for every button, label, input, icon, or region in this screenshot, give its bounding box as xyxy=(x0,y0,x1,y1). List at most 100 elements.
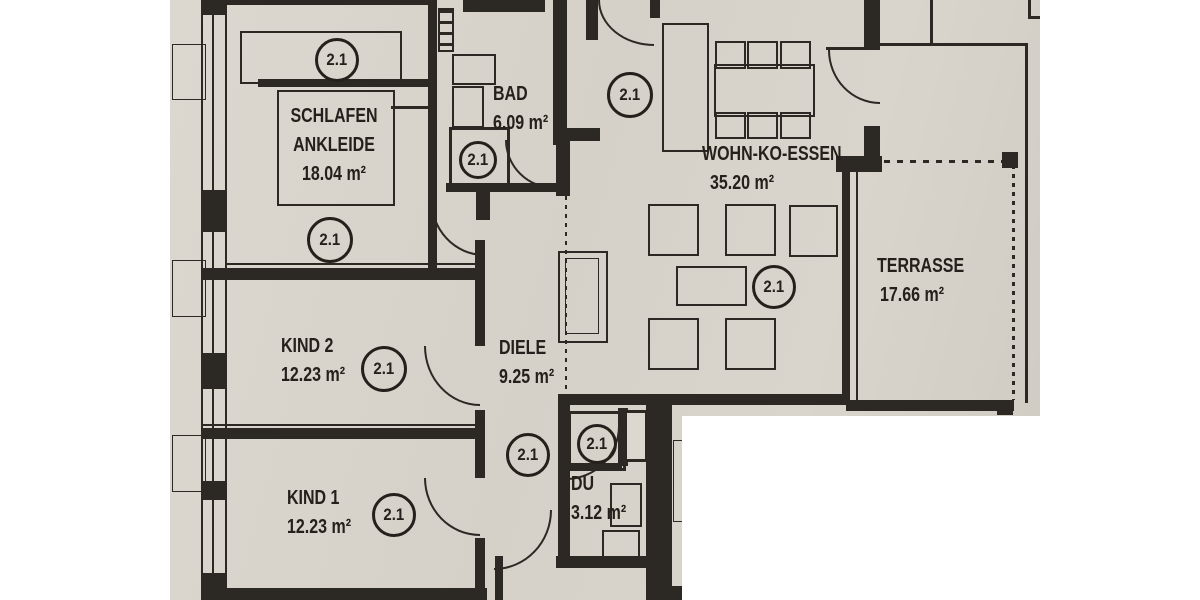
toilet xyxy=(452,86,484,128)
room-name: BAD xyxy=(493,83,528,105)
wall xyxy=(1028,0,1031,18)
window-glazing xyxy=(212,500,214,573)
wall xyxy=(646,405,672,600)
room-label-diele: DIELE 9.25 m² xyxy=(499,334,568,392)
chair xyxy=(747,41,778,69)
wall xyxy=(428,0,437,268)
room-label-box xyxy=(277,90,395,206)
wall xyxy=(203,424,478,426)
room-name: TERRASSE xyxy=(877,255,965,277)
shaft-hatch xyxy=(438,8,454,52)
room-label-du: DU 3.12 m² xyxy=(571,470,640,528)
room-name: WOHN-KO-ESSEN xyxy=(702,143,842,165)
room-area: 18.04 m² xyxy=(301,163,367,185)
wall xyxy=(558,394,848,405)
sink xyxy=(610,483,642,527)
wall xyxy=(1028,16,1040,19)
wall-opening-dashed xyxy=(565,196,567,396)
wall xyxy=(475,410,485,478)
unit-badge: 2.1 xyxy=(307,217,353,263)
chair xyxy=(715,112,746,139)
wall xyxy=(556,556,658,568)
room-area: 9.25 m² xyxy=(499,366,555,388)
room-label-kind2: KIND 2 12.23 m² xyxy=(281,332,361,390)
unit-badge: 2.1 xyxy=(459,141,497,179)
room-label-kind1: KIND 1 12.23 m² xyxy=(287,484,367,542)
room-name: DU xyxy=(571,473,595,495)
room-label-wohn-ko-essen: WOHN-KO-ESSEN 35.20 m² xyxy=(702,140,876,198)
wall xyxy=(495,556,503,600)
wardrobe-inner xyxy=(565,258,599,334)
unit-badge: 2.1 xyxy=(361,346,407,392)
room-name: SCHLAFEN xyxy=(290,105,378,127)
wall xyxy=(203,268,485,280)
wall xyxy=(203,428,478,439)
wall xyxy=(201,0,203,600)
wall xyxy=(650,0,660,18)
wall xyxy=(586,0,598,40)
room-name: ANKLEIDE xyxy=(293,134,375,156)
room-area: 6.09 m² xyxy=(493,112,549,134)
terrace-edge xyxy=(1025,43,1028,403)
wall xyxy=(225,263,480,265)
room-area: 12.23 m² xyxy=(281,364,346,386)
unit-badge: 2.1 xyxy=(315,38,359,82)
door-leaf xyxy=(826,47,880,50)
wardrobe-bar xyxy=(258,79,430,87)
room-area: 35.20 m² xyxy=(710,172,775,194)
terrace-post xyxy=(997,402,1013,415)
wall xyxy=(553,0,567,145)
wall xyxy=(391,106,429,109)
coffee-table xyxy=(676,266,747,306)
wall xyxy=(201,481,227,500)
unit-badge: 2.1 xyxy=(752,265,796,309)
unit-badge: 2.1 xyxy=(577,424,617,464)
room-name: KIND 2 xyxy=(281,335,334,357)
chair xyxy=(747,112,778,139)
window-sill xyxy=(172,435,206,492)
room-name: DIELE xyxy=(499,337,547,359)
fixture xyxy=(602,530,640,558)
wall xyxy=(846,400,1014,411)
unit-badge: 2.1 xyxy=(372,493,416,537)
armchair xyxy=(725,318,776,370)
wardrobe xyxy=(558,251,608,343)
window-sill xyxy=(172,260,206,317)
room-area: 3.12 m² xyxy=(571,502,627,524)
room-label-terrasse: TERRASSE 17.66 m² xyxy=(877,252,986,310)
chair xyxy=(780,41,811,69)
wall xyxy=(201,190,227,232)
wall xyxy=(856,172,858,400)
wall xyxy=(463,0,545,12)
room-area: 17.66 m² xyxy=(880,284,945,306)
sideboard xyxy=(662,23,709,152)
terrace-post xyxy=(1002,152,1018,168)
armchair xyxy=(789,205,838,257)
unit-badge: 2.1 xyxy=(607,72,653,118)
chair xyxy=(715,41,746,69)
right-margin xyxy=(1040,0,1200,600)
terrace-edge xyxy=(878,43,1028,46)
wall xyxy=(864,126,880,160)
window-sill xyxy=(172,44,206,100)
wall xyxy=(930,0,933,44)
niche xyxy=(624,410,648,462)
room-label-bad: BAD 6.09 m² xyxy=(493,80,562,138)
left-margin xyxy=(0,0,170,600)
terrace-railing-dotted xyxy=(1012,165,1015,400)
wall xyxy=(556,128,570,196)
chair xyxy=(780,112,811,139)
wall xyxy=(842,172,850,400)
wall xyxy=(201,353,227,389)
wall xyxy=(213,588,487,600)
room-area: 12.23 m² xyxy=(287,516,352,538)
dining-table xyxy=(714,64,815,117)
terrace-railing-dashed xyxy=(858,160,1004,163)
wall xyxy=(475,280,485,346)
window-glazing xyxy=(212,15,214,190)
wall xyxy=(215,0,437,5)
window-glazing xyxy=(212,232,214,353)
armchair xyxy=(648,204,699,256)
wall xyxy=(864,0,880,48)
